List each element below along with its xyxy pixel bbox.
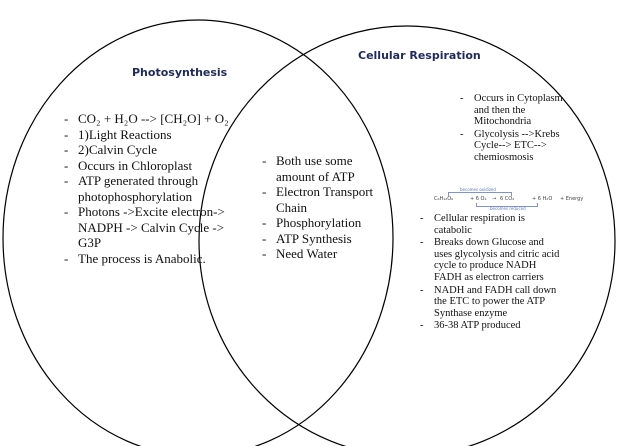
reduced-bracket (476, 203, 538, 207)
oxygen-term: + 6 O₂ (470, 196, 487, 202)
list-item: ATP Synthesis (262, 231, 394, 247)
reaction-arrow: → (492, 196, 497, 202)
cellular-respiration-title: Cellular Respiration (358, 49, 481, 62)
list-item: The process is Anabolic. (64, 251, 242, 267)
list-item: Both use some amount of ATP (262, 153, 394, 184)
respiration-top-list: Occurs in Cytoplasm and then the Mitocho… (460, 93, 572, 165)
respiration-bottom-list: Cellular respiration is catabolic Breaks… (420, 213, 560, 333)
co2-term: 6 CO₂ (500, 196, 515, 202)
list-item: Occurs in Cytoplasm and then the Mitocho… (460, 93, 572, 128)
list-item: ATP generated through photophosphorylati… (64, 173, 242, 204)
oxidized-label: becomes oxidized (460, 187, 496, 192)
list-item: 2)Calvin Cycle (64, 142, 242, 158)
list-item: 1)Light Reactions (64, 127, 242, 143)
water-term: + 6 H₂O (532, 196, 553, 202)
photosynthesis-list: CO₂ + H₂O --> [CH₂O] + O₂ 1)Light Reacti… (64, 111, 242, 266)
glucose-term: C₆H₁₂O₆ (434, 196, 454, 202)
list-item: Cellular respiration is catabolic (420, 213, 560, 236)
reduced-label: becomes reduced (490, 206, 526, 211)
list-item: Breaks down Glucose and uses glycolysis … (420, 237, 560, 283)
respiration-equation: becomes oxidized C₆H₁₂O₆ + 6 O₂ → 6 CO₂ … (420, 187, 590, 211)
list-item: Occurs in Chloroplast (64, 158, 242, 174)
list-item: 36-38 ATP produced (420, 320, 560, 332)
list-item: Phosphorylation (262, 215, 394, 231)
list-item: Glycolysis -->Krebs Cycle--> ETC--> chem… (460, 129, 572, 164)
list-item: Need Water (262, 246, 394, 262)
list-item: Photons ->Excite electron-> NADPH -> Cal… (64, 204, 242, 251)
list-item: CO₂ + H₂O --> [CH₂O] + O₂ (64, 111, 242, 127)
shared-list: Both use some amount of ATP Electron Tra… (262, 153, 394, 262)
photosynthesis-title: Photosynthesis (132, 66, 228, 79)
energy-term: + Energy (560, 196, 584, 202)
list-item: Electron Transport Chain (262, 184, 394, 215)
list-item: NADH and FADH call down the ETC to power… (420, 285, 560, 320)
oxidized-bracket (448, 192, 512, 196)
